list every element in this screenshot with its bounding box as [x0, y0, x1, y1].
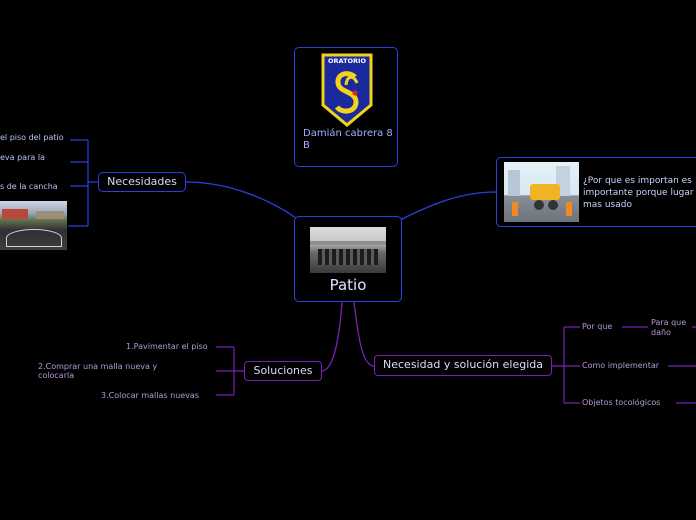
- solucion-item-2[interactable]: 2.Comprar una malla nueva y colocarla: [38, 362, 158, 380]
- importance-text: ¿Por que es importan es importante porqu…: [583, 176, 694, 210]
- elegida-label: Necesidad y solución elegida: [383, 358, 543, 371]
- solucion-item-1[interactable]: 1.Pavimentar el piso: [126, 342, 208, 351]
- necesidades-label: Necesidades: [107, 175, 177, 188]
- necesidad-item-1[interactable]: el piso del patio: [0, 133, 64, 142]
- necesidad-item-2[interactable]: eva para la: [0, 153, 45, 162]
- cancha-photo: [0, 201, 67, 250]
- elegida-node[interactable]: Necesidad y solución elegida: [374, 355, 552, 376]
- logo-caption: Damián cabrera 8 B: [303, 128, 393, 151]
- necesidad-item-3[interactable]: s de la cancha: [0, 182, 58, 191]
- elegida-item-porque[interactable]: Por que: [582, 322, 613, 331]
- logo-text: ORATORIO: [328, 57, 366, 65]
- importance-card[interactable]: ¿Por que es importan es importante porqu…: [496, 157, 696, 227]
- necesidades-node[interactable]: Necesidades: [98, 172, 186, 192]
- logo-card[interactable]: ORATORIO Damián cabrera 8 B: [294, 47, 398, 167]
- elegida-item-objetos[interactable]: Objetos tocológicos: [582, 398, 661, 407]
- oratorio-logo: [321, 53, 373, 127]
- solucion-item-3[interactable]: 3.Colocar mallas nuevas: [101, 391, 199, 400]
- soluciones-label: Soluciones: [253, 364, 313, 377]
- elegida-subitem-paraque[interactable]: Para que daño: [651, 318, 687, 337]
- soluciones-node[interactable]: Soluciones: [244, 361, 322, 381]
- construction-illustration: [504, 162, 579, 222]
- central-node[interactable]: Patio: [294, 216, 402, 302]
- patio-photo: [310, 227, 386, 273]
- central-title: Patio: [329, 276, 367, 294]
- elegida-item-implementar[interactable]: Como implementar: [582, 361, 660, 370]
